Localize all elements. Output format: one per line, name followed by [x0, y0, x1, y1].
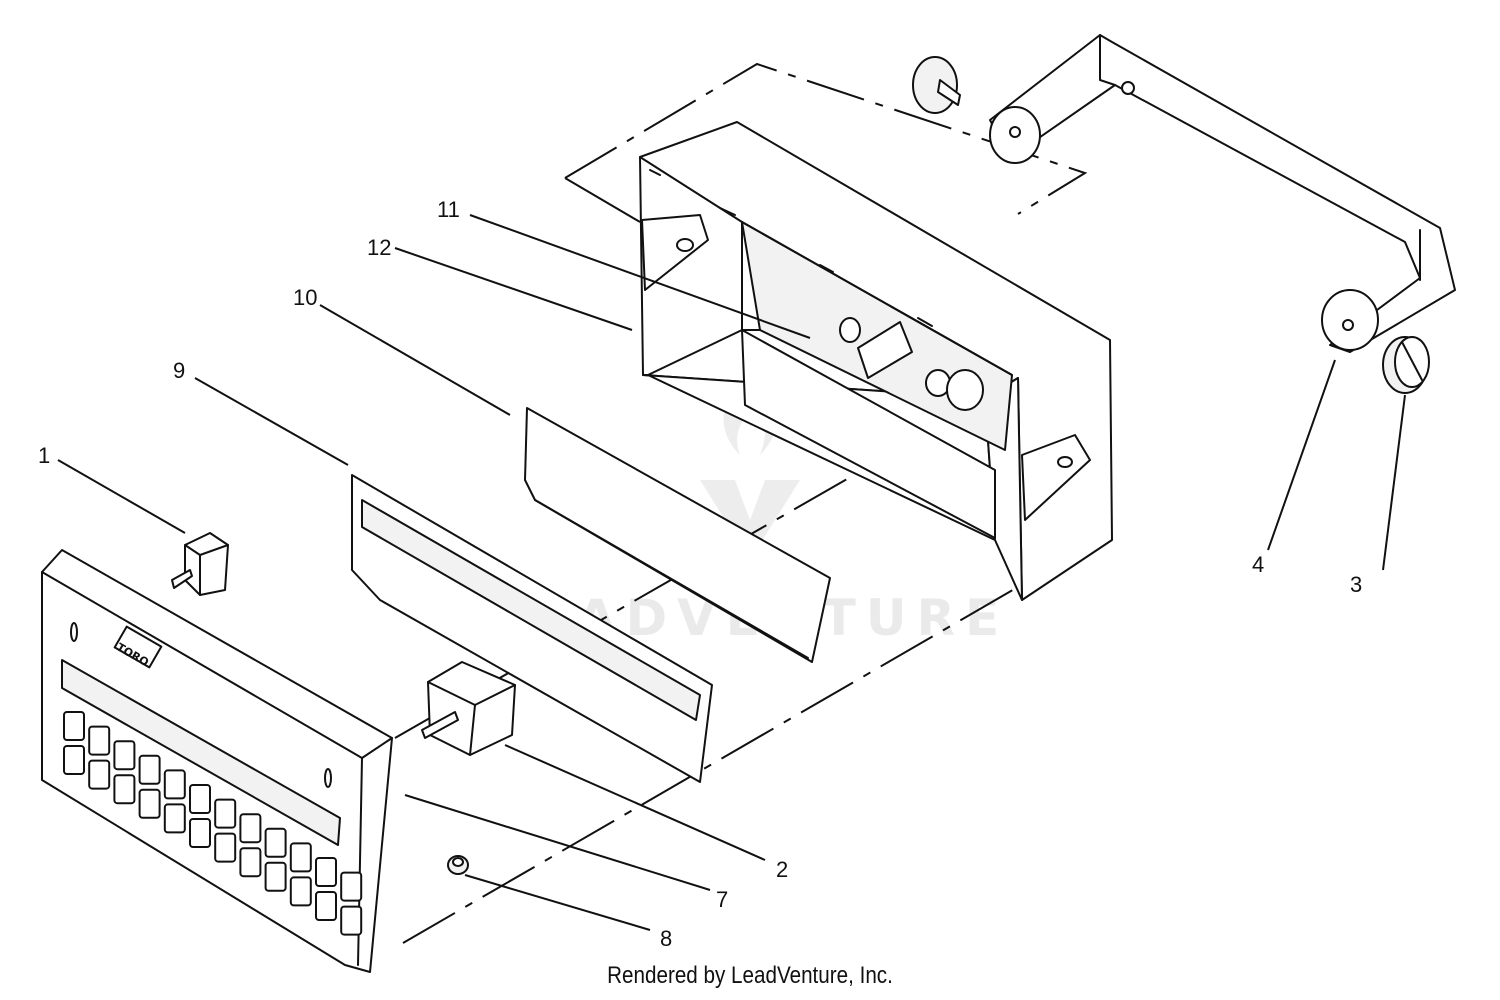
keypad-key — [113, 774, 136, 805]
keypad-key — [239, 847, 262, 878]
keypad-key — [113, 740, 136, 771]
keypad-key — [264, 861, 287, 892]
keypad-key — [315, 857, 337, 887]
front-panel: TORO — [41, 549, 393, 973]
keypad-key — [214, 798, 237, 829]
callout-labels: 1 2 3 4 7 8 9 10 11 12 — [38, 197, 1362, 951]
keypad-key — [88, 725, 111, 756]
callout-7: 7 — [716, 887, 728, 912]
keypad-key — [340, 905, 363, 936]
keypad — [63, 711, 363, 936]
keypad-key — [63, 745, 85, 775]
housing-box — [639, 121, 1113, 601]
rendered-by-credit: Rendered by LeadVenture, Inc. — [607, 962, 893, 989]
knob-small — [171, 532, 229, 596]
keypad-key — [189, 818, 211, 848]
bracket-knob-right — [1382, 336, 1430, 394]
leader-lines — [57, 214, 1406, 931]
callout-3: 3 — [1350, 572, 1362, 597]
keypad-key — [340, 871, 363, 902]
nut — [447, 855, 469, 875]
knob-large — [421, 661, 516, 756]
callout-2: 2 — [776, 857, 788, 882]
mounting-bracket — [989, 34, 1456, 353]
keypad-key — [163, 803, 186, 834]
callout-8: 8 — [660, 926, 672, 951]
display-sheet — [351, 474, 713, 783]
callout-12: 12 — [367, 235, 391, 260]
callout-4: 4 — [1252, 552, 1264, 577]
keypad-key — [214, 832, 237, 863]
callout-1: 1 — [38, 443, 50, 468]
keypad-key — [138, 754, 161, 785]
bracket-knob-left — [912, 56, 961, 114]
keypad-key — [289, 876, 312, 907]
keypad-key — [189, 784, 211, 814]
keypad-key — [239, 813, 262, 844]
keypad-key — [63, 711, 85, 741]
keypad-key — [289, 842, 312, 873]
callout-10: 10 — [293, 285, 317, 310]
keypad-key — [88, 759, 111, 790]
watermark-v-icon — [700, 480, 800, 560]
callout-11: 11 — [437, 197, 460, 222]
keypad-key — [264, 827, 287, 858]
keypad-key — [315, 891, 337, 921]
keypad-key — [163, 769, 186, 800]
callout-9: 9 — [173, 358, 185, 383]
lens-panel — [524, 407, 831, 663]
keypad-key — [138, 788, 161, 819]
